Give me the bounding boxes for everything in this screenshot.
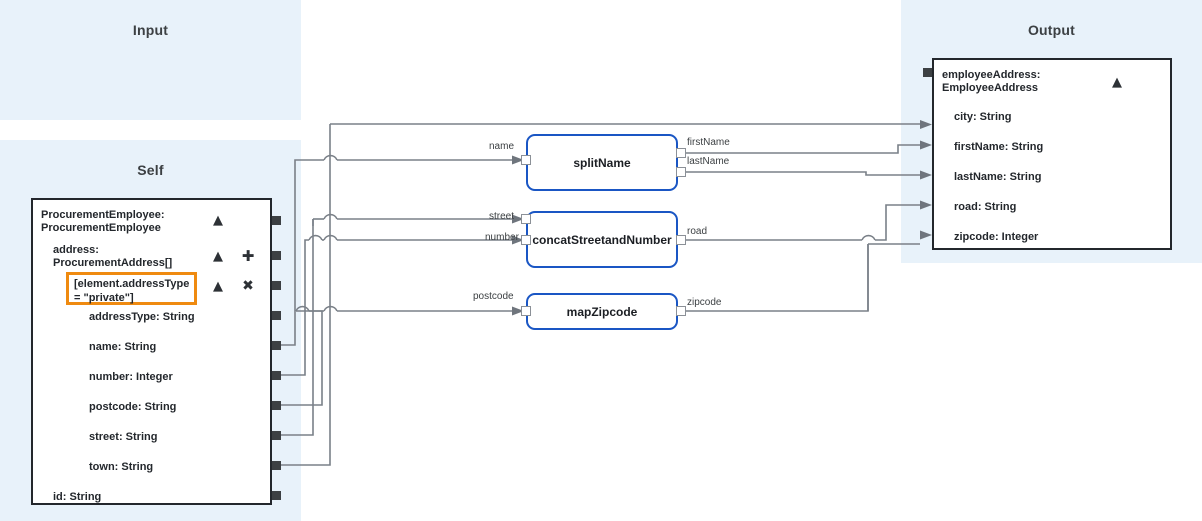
self-port-id[interactable] — [272, 491, 281, 500]
concatStreetandNumber-input-label-number: number — [485, 232, 519, 243]
output-field-lastName: lastName: String — [954, 171, 1042, 183]
self-port-town[interactable] — [272, 461, 281, 470]
output-root-label: employeeAddress: EmployeeAddress — [942, 69, 1041, 94]
self-tree-card: ProcurementEmployee: ProcurementEmployee… — [31, 198, 272, 505]
splitName-output-pin-firstName[interactable] — [676, 148, 686, 158]
splitName-input-label-name: name — [489, 141, 515, 152]
input-panel: Input — [0, 0, 301, 120]
concatStreetandNumber-output-label-road: road — [687, 226, 708, 237]
concatStreetandNumber-input-label-street: street — [489, 211, 515, 222]
self-root-label: ProcurementEmployee: ProcurementEmployee — [41, 209, 165, 234]
self-filter-collapse-chevron-up-icon[interactable]: ▲ — [213, 279, 223, 294]
concatStreetandNumber-input-pin-number[interactable] — [521, 235, 531, 245]
output-root-collapse-chevron-up-icon[interactable]: ▲ — [1112, 75, 1122, 90]
function-node-mapZipcode-label: mapZipcode — [566, 304, 638, 319]
input-panel-title: Input — [132, 22, 169, 38]
self-port-name[interactable] — [272, 341, 281, 350]
mapZipcode-output-label-zipcode: zipcode — [687, 297, 722, 308]
function-node-concatStreetandNumber-label: concatStreetandNumber — [532, 232, 672, 247]
self-field-id: id: String — [53, 491, 102, 503]
self-field-name: name: String — [89, 341, 157, 353]
self-field-postcode: postcode: String — [89, 401, 177, 413]
self-port-address[interactable] — [272, 251, 281, 260]
output-panel-title: Output — [1027, 22, 1076, 38]
self-port-filter[interactable] — [272, 281, 281, 290]
splitName-input-pin-name[interactable] — [521, 155, 531, 165]
output-field-road: road: String — [954, 201, 1017, 213]
concatStreetandNumber-output-pin-road[interactable] — [676, 235, 686, 245]
self-port-addressType[interactable] — [272, 311, 281, 320]
function-node-concatStreetandNumber[interactable]: concatStreetandNumber — [526, 211, 678, 268]
self-root-collapse-chevron-up-icon[interactable]: ▲ — [213, 213, 223, 228]
mapZipcode-input-label-postcode: postcode — [473, 291, 514, 302]
self-port-root[interactable] — [272, 216, 281, 225]
self-port-number[interactable] — [272, 371, 281, 380]
function-node-splitName[interactable]: splitName — [526, 134, 678, 191]
output-field-city: city: String — [954, 111, 1012, 123]
splitName-output-label-lastName: lastName — [687, 156, 730, 167]
self-filter-remove-close-icon[interactable]: ✖ — [242, 278, 254, 294]
output-tree-card: employeeAddress: EmployeeAddress ▲ city:… — [932, 58, 1172, 250]
self-address-collapse-chevron-up-icon[interactable]: ▲ — [213, 249, 223, 264]
self-port-postcode[interactable] — [272, 401, 281, 410]
self-address-add-plus-icon[interactable]: ✚ — [241, 247, 255, 265]
self-panel-title: Self — [137, 162, 164, 178]
self-filter-label: [element.addressType = "private"] — [74, 278, 190, 304]
self-address-label: address: ProcurementAddress[] — [53, 244, 173, 269]
splitName-output-pin-lastName[interactable] — [676, 167, 686, 177]
self-port-street[interactable] — [272, 431, 281, 440]
function-node-mapZipcode[interactable]: mapZipcode — [526, 293, 678, 330]
splitName-output-label-firstName: firstName — [687, 137, 730, 148]
output-field-zipcode: zipcode: Integer — [954, 231, 1039, 243]
function-node-splitName-label: splitName — [573, 155, 631, 170]
mapZipcode-input-pin-postcode[interactable] — [521, 306, 531, 316]
self-filter-highlight[interactable]: [element.addressType = "private"] — [66, 272, 197, 305]
output-field-firstName: firstName: String — [954, 141, 1044, 153]
self-field-number: number: Integer — [89, 371, 173, 383]
self-field-addressType: addressType: String — [89, 311, 195, 323]
mapZipcode-output-pin-zipcode[interactable] — [676, 306, 686, 316]
concatStreetandNumber-input-pin-street[interactable] — [521, 214, 531, 224]
self-field-street: street: String — [89, 431, 158, 443]
self-field-town: town: String — [89, 461, 154, 473]
output-port-root[interactable] — [923, 68, 932, 77]
